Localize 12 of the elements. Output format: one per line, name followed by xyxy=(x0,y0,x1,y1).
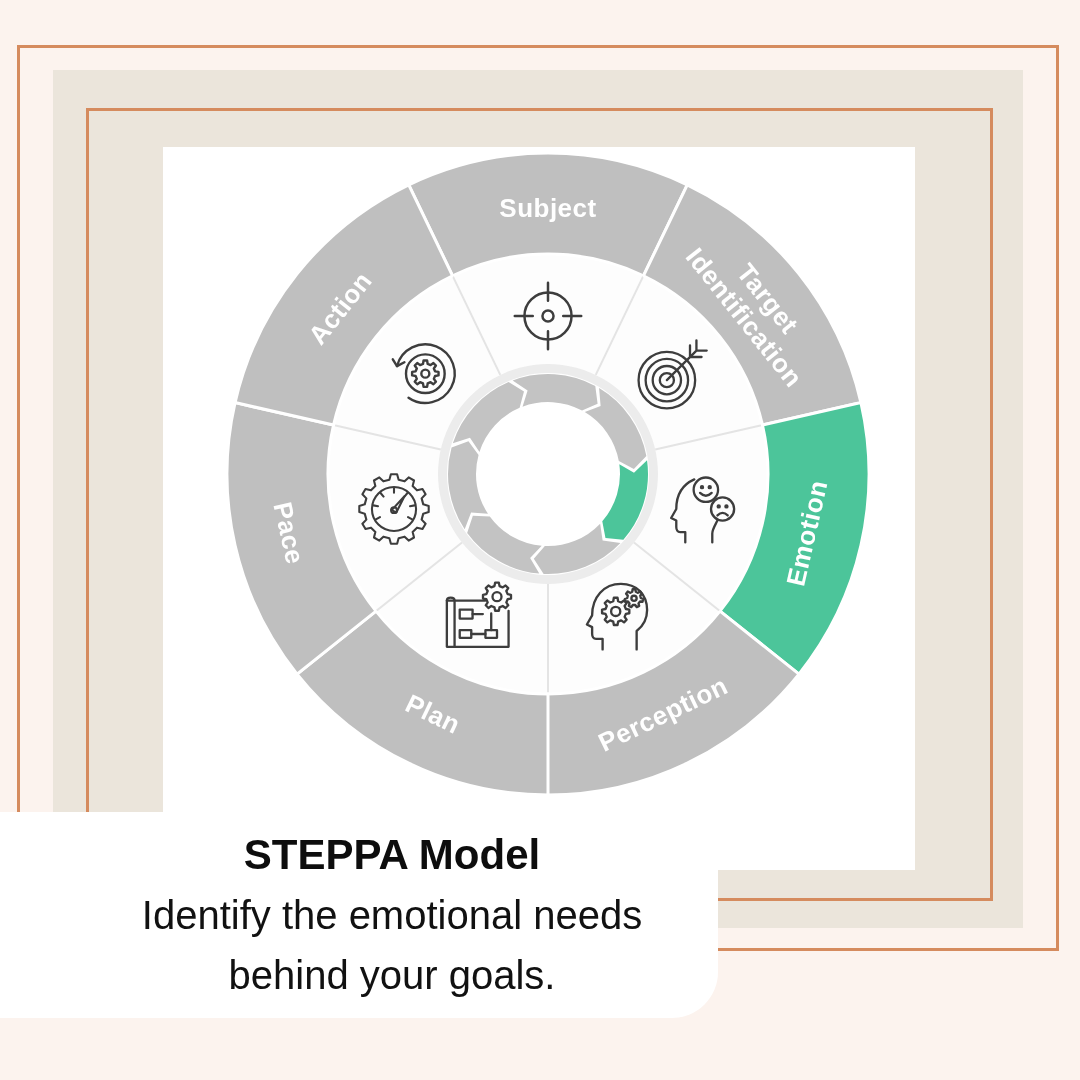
wheel-segment xyxy=(720,402,869,675)
wheel-segment xyxy=(227,402,376,675)
wheel-segment xyxy=(643,184,861,426)
wheel-segment xyxy=(297,611,549,795)
diagram-title: STEPPA Model xyxy=(243,830,541,880)
segment-label: Subject xyxy=(499,193,597,223)
wheel-segment xyxy=(547,611,799,795)
wheel-segment xyxy=(235,184,453,426)
segment-label: Emotion xyxy=(780,477,834,589)
segment-label: Pace xyxy=(267,499,311,568)
segment-label: Plan xyxy=(400,687,465,740)
caption-text: Identify the emotional needs behind your goals. xyxy=(140,892,644,999)
